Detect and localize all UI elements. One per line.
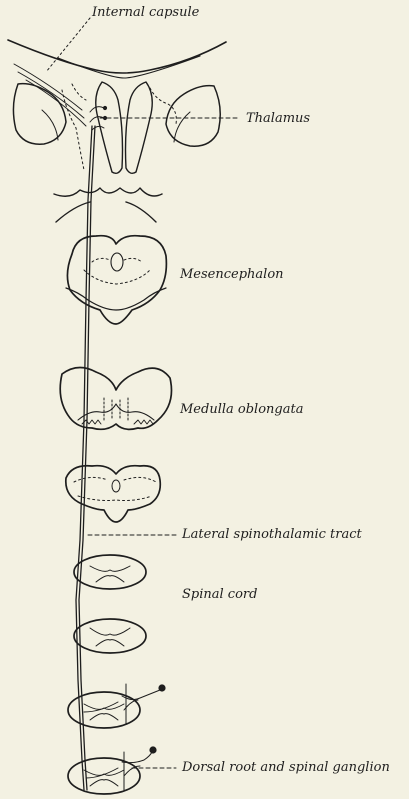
spinothalamic-tract-line [76, 126, 92, 790]
internal-capsule-leader [46, 18, 90, 72]
pons-section [66, 466, 160, 522]
mesencephalon-section [66, 236, 166, 324]
spinal-cord-section-2 [74, 619, 146, 653]
thalamus-label: Thalamus [246, 112, 310, 125]
forebrain-section [8, 40, 226, 173]
spinal-cord-label: Spinal cord [182, 588, 257, 601]
corpus-callosum [58, 56, 200, 78]
hemisphere-outline [8, 40, 226, 73]
right-lentiform-nucleus [166, 86, 220, 147]
internal-capsule-label: Internal capsule [92, 6, 199, 19]
spinal-cord-section-1 [74, 555, 146, 589]
mesencephalon-label: Mesencephalon [180, 268, 284, 281]
left-thalamus [96, 82, 123, 173]
diencephalon-midbrain-cut [54, 188, 162, 222]
lateral-spinothalamic-tract-label: Lateral spinothalamic tract [182, 528, 362, 541]
right-thalamus [126, 82, 153, 173]
dorsal-root-and-spinal-ganglion-label: Dorsal root and spinal ganglion [182, 761, 390, 774]
left-lentiform-nucleus [13, 84, 66, 145]
medulla-oblongata-label: Medulla oblongata [180, 403, 303, 416]
medulla-oblongata-section [60, 367, 171, 429]
